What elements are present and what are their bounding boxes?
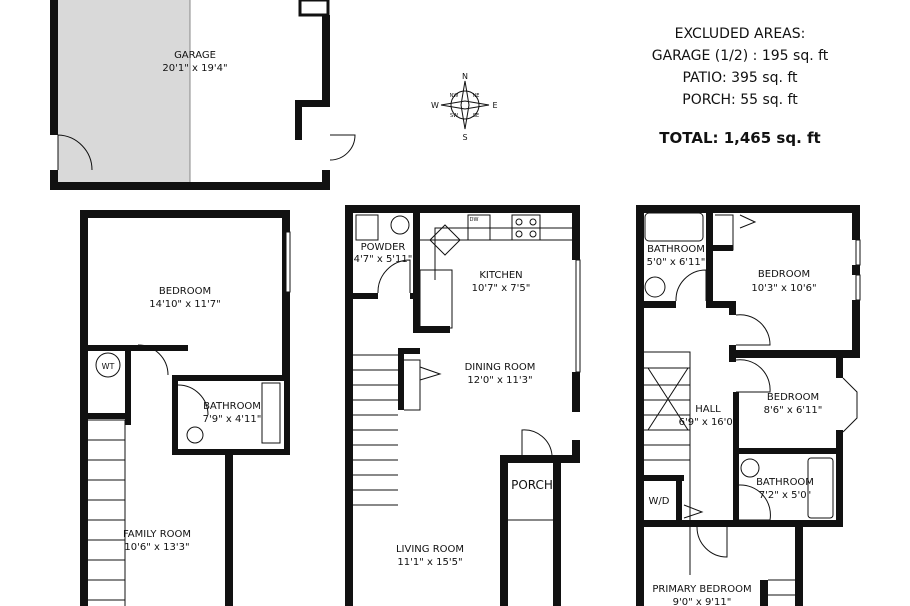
wall bbox=[295, 100, 302, 140]
living-room-dims: 11'1" x 15'5" bbox=[397, 557, 462, 568]
wall bbox=[298, 0, 330, 17]
compass-sw: SW bbox=[450, 113, 458, 119]
powder-dims: 4'7" x 5'11" bbox=[354, 254, 413, 265]
kitchen-label: KITCHEN bbox=[479, 270, 522, 281]
compass-e: E bbox=[492, 101, 497, 110]
bedroom-lower-label: BEDROOM bbox=[159, 286, 211, 297]
kitchen-dims: 10'7" x 7'5" bbox=[472, 283, 531, 294]
family-room-label: FAMILY ROOM bbox=[123, 529, 191, 540]
side-door-swing bbox=[329, 134, 356, 161]
excluded-porch: PORCH: 55 sq. ft bbox=[682, 92, 798, 108]
powder-label: POWDER bbox=[361, 242, 406, 253]
bathroom-upper1-label: BATHROOM bbox=[647, 244, 705, 255]
porch-label: PORCH bbox=[511, 478, 553, 492]
compass-nw: NW bbox=[450, 93, 459, 99]
garage-area: GARAGE 20'1" x 19'4" bbox=[50, 0, 356, 190]
excluded-areas-heading: EXCLUDED AREAS: bbox=[674, 26, 806, 42]
dining-room-label: DINING ROOM bbox=[465, 362, 536, 373]
total-area: TOTAL: 1,465 sq. ft bbox=[659, 129, 821, 147]
wall bbox=[322, 170, 330, 190]
wall bbox=[50, 182, 330, 190]
bathroom-upper2-dims: 7'2" x 5'0" bbox=[759, 490, 811, 501]
family-room-dims: 10'6" x 13'3" bbox=[124, 542, 189, 553]
garage-door-swing bbox=[57, 134, 93, 171]
excluded-garage: GARAGE (1/2) : 195 sq. ft bbox=[651, 48, 829, 64]
garage-shaded-half bbox=[58, 0, 190, 182]
bedroom-lower-dims: 14'10" x 11'7" bbox=[149, 299, 221, 310]
bathtub-icon bbox=[644, 212, 704, 242]
living-room-label: LIVING ROOM bbox=[396, 544, 464, 555]
bathroom-upper2-label: BATHROOM bbox=[756, 477, 814, 488]
bedroom-upper2-dims: 8'6" x 6'11" bbox=[764, 405, 823, 416]
stove-icon bbox=[511, 214, 541, 241]
compass-se: SE bbox=[473, 113, 479, 119]
upper-fixtures bbox=[644, 212, 858, 596]
hall-dims: 6'9" x 16'0" bbox=[679, 417, 738, 428]
dw-label: DW bbox=[470, 217, 479, 223]
bedroom-upper2-label: BEDROOM bbox=[767, 392, 819, 403]
lower-fixtures bbox=[88, 344, 281, 606]
wall bbox=[295, 100, 330, 107]
wall bbox=[322, 15, 330, 105]
bathroom-upper1-dims: 5'0" x 6'11" bbox=[647, 257, 706, 268]
garage-dims: 20'1" x 19'4" bbox=[162, 63, 227, 74]
bedroom-upper1-dims: 10'3" x 10'6" bbox=[751, 283, 816, 294]
main-level bbox=[345, 205, 581, 606]
bedroom-upper1-label: BEDROOM bbox=[758, 269, 810, 280]
bathroom-lower-dims: 7'9" x 4'11" bbox=[203, 414, 262, 425]
bathroom-lower-label: BATHROOM bbox=[203, 401, 261, 412]
water-tank-icon bbox=[95, 352, 121, 378]
dining-room-dims: 12'0" x 11'3" bbox=[467, 375, 532, 386]
compass-w: W bbox=[431, 101, 439, 110]
primary-bedroom-label: PRIMARY BEDROOM bbox=[652, 584, 751, 595]
sink-icon bbox=[429, 224, 461, 256]
hall-label: HALL bbox=[695, 404, 721, 415]
wd-label: W/D bbox=[649, 496, 670, 507]
compass-s: S bbox=[462, 133, 467, 142]
lower-level bbox=[80, 210, 291, 606]
primary-bedroom-dims: 9'0" x 9'11" bbox=[673, 597, 732, 606]
wt-label: WT bbox=[102, 362, 115, 371]
compass-n: N bbox=[462, 72, 468, 81]
compass-rose-icon: N S E W NE NW SE SW bbox=[431, 72, 497, 142]
wall bbox=[50, 170, 58, 190]
wall bbox=[50, 0, 58, 135]
garage-label: GARAGE bbox=[174, 50, 216, 61]
dishwasher bbox=[467, 214, 491, 241]
upper-level bbox=[636, 205, 861, 606]
compass-ne: NE bbox=[473, 93, 480, 99]
excluded-patio: PATIO: 395 sq. ft bbox=[682, 70, 798, 86]
main-fixtures bbox=[353, 214, 572, 521]
